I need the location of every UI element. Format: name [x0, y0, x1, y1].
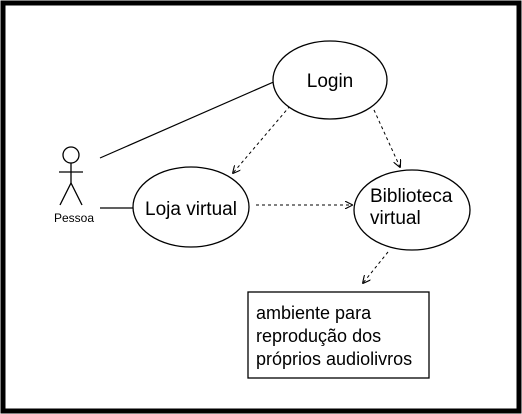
note-line-3: próprios audiolivros: [256, 349, 412, 369]
actor-label: Pessoa: [54, 211, 94, 225]
use-case-biblioteca-label-line1: Biblioteca: [370, 186, 453, 207]
dependency-biblioteca-note: [363, 251, 389, 283]
note-line-1: ambiente para: [256, 303, 372, 323]
use-case-login: Login: [272, 40, 388, 120]
dependency-login-biblioteca: [373, 109, 400, 167]
dependency-login-loja: [233, 105, 291, 173]
use-case-loja-virtual: Loja virtual: [132, 166, 250, 248]
use-case-login-label: Login: [307, 71, 354, 92]
use-case-biblioteca-label-line2: virtual: [370, 208, 421, 229]
actor-stick-figure-icon: [59, 146, 83, 206]
note-line-2: reprodução dos: [256, 326, 381, 346]
note-box: ambiente para reprodução dos próprios au…: [247, 291, 430, 379]
use-case-biblioteca-virtual: Biblioteca virtual: [353, 169, 471, 251]
association-actor-login: [99, 76, 286, 159]
use-case-loja-virtual-label: Loja virtual: [145, 199, 237, 220]
